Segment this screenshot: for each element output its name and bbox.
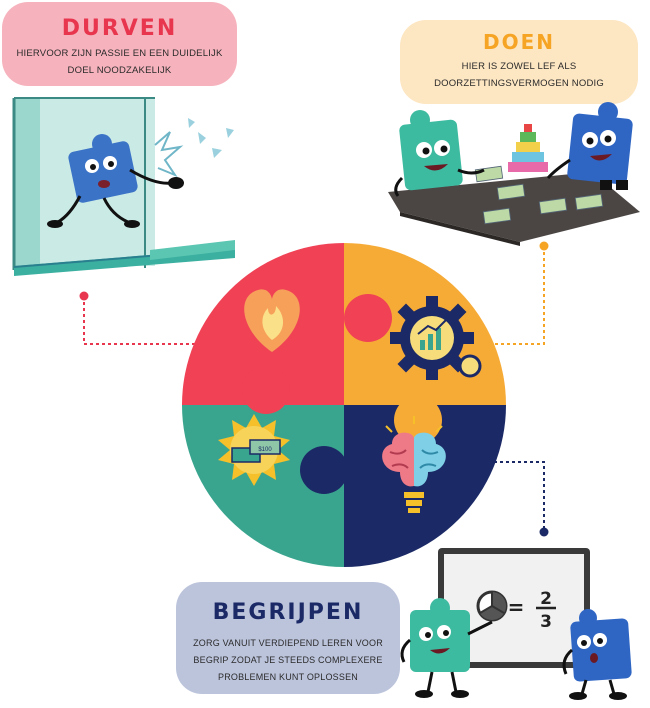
connector-begrijpen [488, 461, 545, 530]
begrijpen-title: BEGRIJPEN [212, 600, 364, 625]
connector-dot [539, 241, 549, 251]
heart-flame-icon [244, 289, 300, 352]
glass-door-illustration [12, 97, 235, 276]
whiteboard-equals: = [508, 595, 525, 619]
durven-description: HIERVOOR ZIJN PASSIE EN EEN DUIDELIJK DO… [2, 45, 237, 79]
money-note-label: $100 [258, 447, 272, 453]
brain-bulb-icon [382, 416, 446, 513]
puzzle-circle [182, 243, 506, 567]
durven-title: DURVEN [61, 16, 178, 41]
doen-description-line: DOORZETTINGSVERMOGEN NODIG [434, 78, 604, 89]
game-board-illustration [388, 102, 640, 246]
doen-title: DOEN [482, 30, 555, 54]
puzzle-knob [242, 366, 290, 414]
sun-cash-icon: $100 [218, 414, 290, 486]
puzzle-segment-navy [344, 405, 506, 567]
durven-card: DURVEN HIERVOOR ZIJN PASSIE EN EEN DUIDE… [2, 2, 237, 86]
connector-durven [83, 296, 196, 345]
doen-card: DOEN HIER IS ZOWEL LEF ALS DOORZETTINGSV… [400, 20, 638, 104]
puzzle-knob [300, 446, 348, 494]
whiteboard-illustration: = 2 3 [400, 548, 632, 700]
whiteboard-numerator: 2 [540, 589, 552, 609]
connector-dot [79, 291, 89, 301]
begrijpen-card: BEGRIJPEN ZORG VANUIT VERDIEPEND LEREN V… [176, 582, 400, 694]
connector-doen [486, 246, 545, 345]
connector-dot [539, 527, 549, 537]
begrijpen-description-line: PROBLEMEN KUNT OPLOSSEN [218, 672, 358, 682]
puzzle-knob [344, 294, 392, 342]
puzzle-segment-teal [182, 405, 344, 567]
doen-description: HIER IS ZOWEL LEF ALS DOORZETTINGSVERMOG… [400, 58, 638, 92]
gear-chart-icon [390, 296, 482, 380]
connectors [83, 246, 545, 530]
begrijpen-description-line: BEGRIP ZODAT JE STEEDS COMPLEXERE [193, 655, 383, 665]
durven-description-line: DOEL NOODZAKELIJK [67, 65, 172, 76]
begrijpen-description: ZORG VANUIT VERDIEPEND LEREN VOOR BEGRIP… [176, 635, 400, 686]
durven-description-line: HIERVOOR ZIJN PASSIE EN EEN DUIDELIJK [16, 48, 223, 59]
puzzle-knob [394, 396, 442, 444]
whiteboard-denominator: 3 [540, 612, 552, 632]
begrijpen-description-line: ZORG VANUIT VERDIEPEND LEREN VOOR [193, 638, 383, 648]
doen-description-line: HIER IS ZOWEL LEF ALS [461, 61, 577, 72]
